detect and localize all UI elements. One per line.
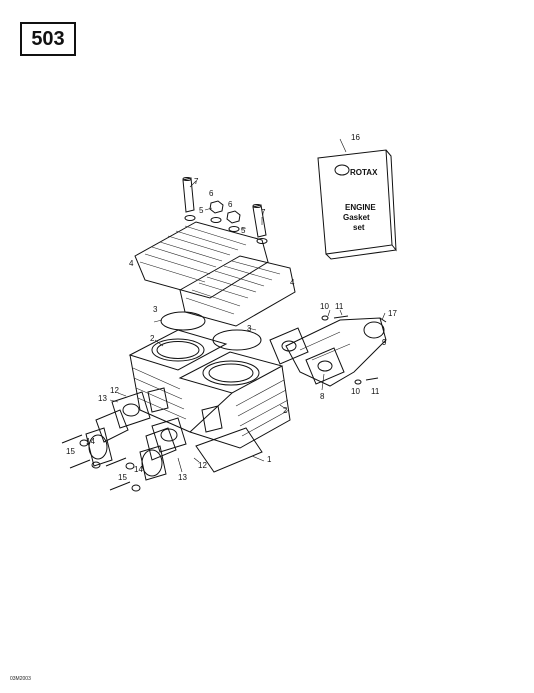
kit-line-1: ENGINE [345, 203, 376, 212]
callout-12a: 12 [110, 386, 119, 395]
callout-7b: 7 [261, 208, 266, 217]
cylinder-heads [134, 221, 296, 327]
callout-15a: 15 [66, 447, 75, 456]
callout-14a: 14 [86, 437, 95, 446]
leader-lines [109, 180, 386, 473]
callout-5a: 5 [199, 206, 204, 215]
callout-9: 9 [382, 338, 387, 347]
callout-11b: 11 [371, 387, 380, 396]
rotax-logo [334, 164, 350, 176]
callout-labels: 1 2 2 3 3 4 4 5 5 6 6 7 7 8 9 10 10 11 1… [66, 133, 397, 482]
callout-10b: 10 [351, 387, 360, 396]
intake-screws [61, 434, 141, 492]
callout-3a: 3 [153, 305, 158, 314]
callout-5b: 5 [241, 226, 246, 235]
nuts-and-washers [184, 200, 268, 244]
callout-4a: 4 [129, 259, 134, 268]
base-gasket [195, 427, 263, 473]
callout-6b: 6 [228, 200, 233, 209]
callout-8: 8 [320, 392, 325, 401]
callout-15b: 15 [118, 473, 127, 482]
callout-7a: 7 [194, 177, 199, 186]
callout-11a: 11 [335, 302, 344, 311]
callout-3b: 3 [247, 324, 252, 333]
section-number-box: 503 [20, 22, 76, 56]
kit-brand: ROTAX [350, 168, 378, 177]
intake-manifolds [85, 391, 187, 481]
callout-4b: 4 [290, 278, 295, 287]
callout-14b: 14 [134, 465, 143, 474]
gasket-set-kit: ROTAX ENGINE Gasket set [317, 138, 397, 260]
callout-1: 1 [267, 455, 272, 464]
callout-13a: 13 [98, 394, 107, 403]
kit-line-2: Gasket [343, 213, 370, 222]
exhaust-manifold [269, 317, 387, 387]
exhaust-fasteners [321, 315, 387, 385]
cylinder-head-studs [182, 177, 267, 238]
callout-2b: 2 [283, 406, 288, 415]
callout-17: 17 [388, 309, 397, 318]
kit-line-3: set [353, 223, 365, 232]
figure-code: 03M2003 [10, 676, 31, 682]
cylinders [128, 329, 291, 449]
callout-16: 16 [351, 133, 360, 142]
callout-2a: 2 [150, 334, 155, 343]
callout-10a: 10 [320, 302, 329, 311]
callout-6a: 6 [209, 189, 214, 198]
section-number: 503 [31, 27, 65, 50]
callout-13b: 13 [178, 473, 187, 482]
callout-12b: 12 [198, 461, 207, 470]
